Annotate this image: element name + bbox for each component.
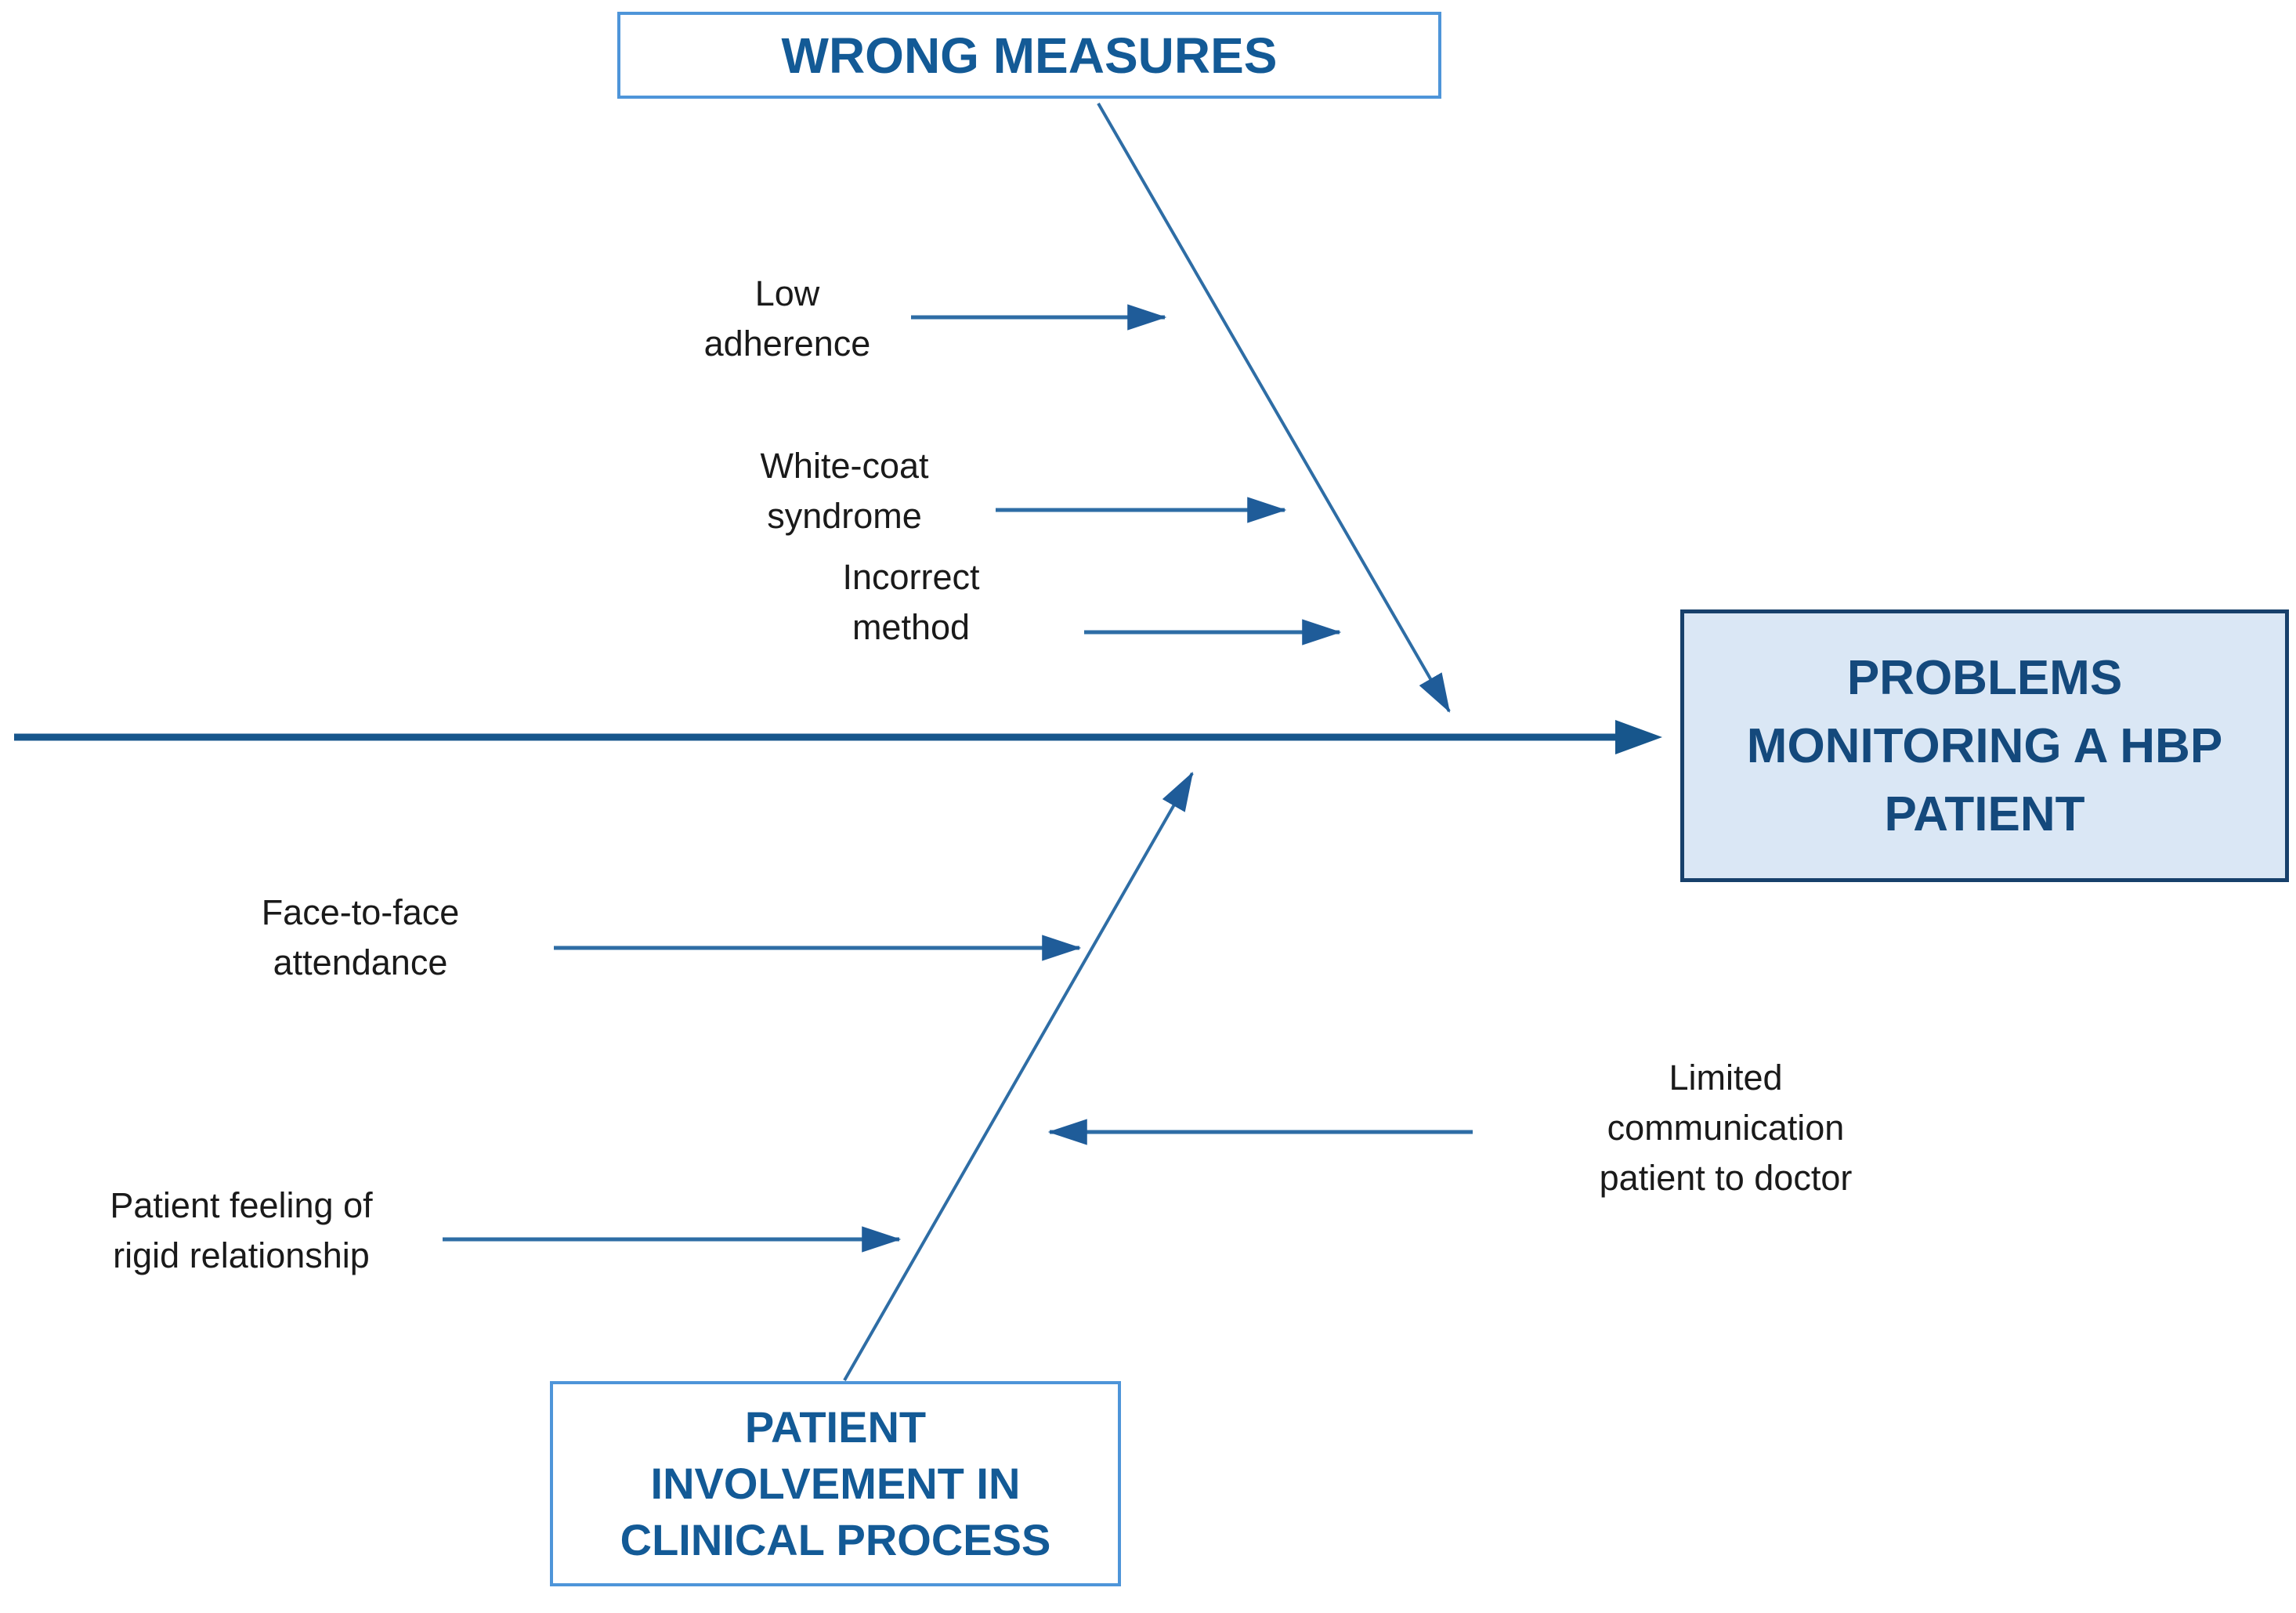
cause-label-line: White-coat [760,446,929,486]
cause-label-line: attendance [273,942,448,982]
bone-wrong-measures [1097,103,1451,713]
cause-label-line: communication [1607,1108,1845,1148]
cause-label-line: rigid relationship [113,1235,370,1275]
category-box-wrong-measures: WRONG MEASURES [617,12,1441,99]
category-label-line: CLINICAL PROCESS [620,1515,1051,1564]
cause-label-line: syndrome [767,496,922,536]
effect-label-line: PATIENT [1884,787,2085,841]
cause-label-line: Limited [1669,1058,1783,1098]
cause-label-line: Face-to-face [261,892,460,932]
bone-patient-involvement [843,772,1194,1381]
cause-label-incorrect-method: Incorrect method [842,552,979,653]
category-label-line: INVOLVEMENT IN [650,1459,1021,1508]
category-label-patient-involvement: PATIENT INVOLVEMENT IN CLINICAL PROCESS [620,1399,1051,1568]
cause-label-line: Incorrect [842,557,980,597]
cause-label-limited-communication: Limited communication patient to doctor [1600,1053,1853,1203]
cause-label-line: Patient feeling of [110,1185,373,1225]
category-box-patient-involvement: PATIENT INVOLVEMENT IN CLINICAL PROCESS [550,1381,1121,1586]
spine-arrowhead-icon [1615,720,1662,754]
category-label-wrong-measures: WRONG MEASURES [781,27,1278,84]
effect-box-problems-monitoring: PROBLEMS MONITORING A HBP PATIENT [1680,609,2289,882]
cause-label-white-coat-syndrome: White-coat syndrome [760,441,928,541]
cause-label-line: Low [754,273,820,313]
cause-label-patient-feeling: Patient feeling of rigid relationship [110,1181,372,1281]
cause-label-line: patient to doctor [1599,1158,1853,1198]
cause-label-line: adherence [703,324,871,363]
cause-label-face-to-face-attendance: Face-to-face attendance [262,888,460,988]
effect-label-line: MONITORING A HBP [1746,718,2223,773]
effect-label-line: PROBLEMS [1846,650,2123,705]
category-label-line: PATIENT [744,1402,927,1452]
cause-label-low-adherence: Low adherence [704,269,871,369]
cause-label-line: method [852,607,971,647]
